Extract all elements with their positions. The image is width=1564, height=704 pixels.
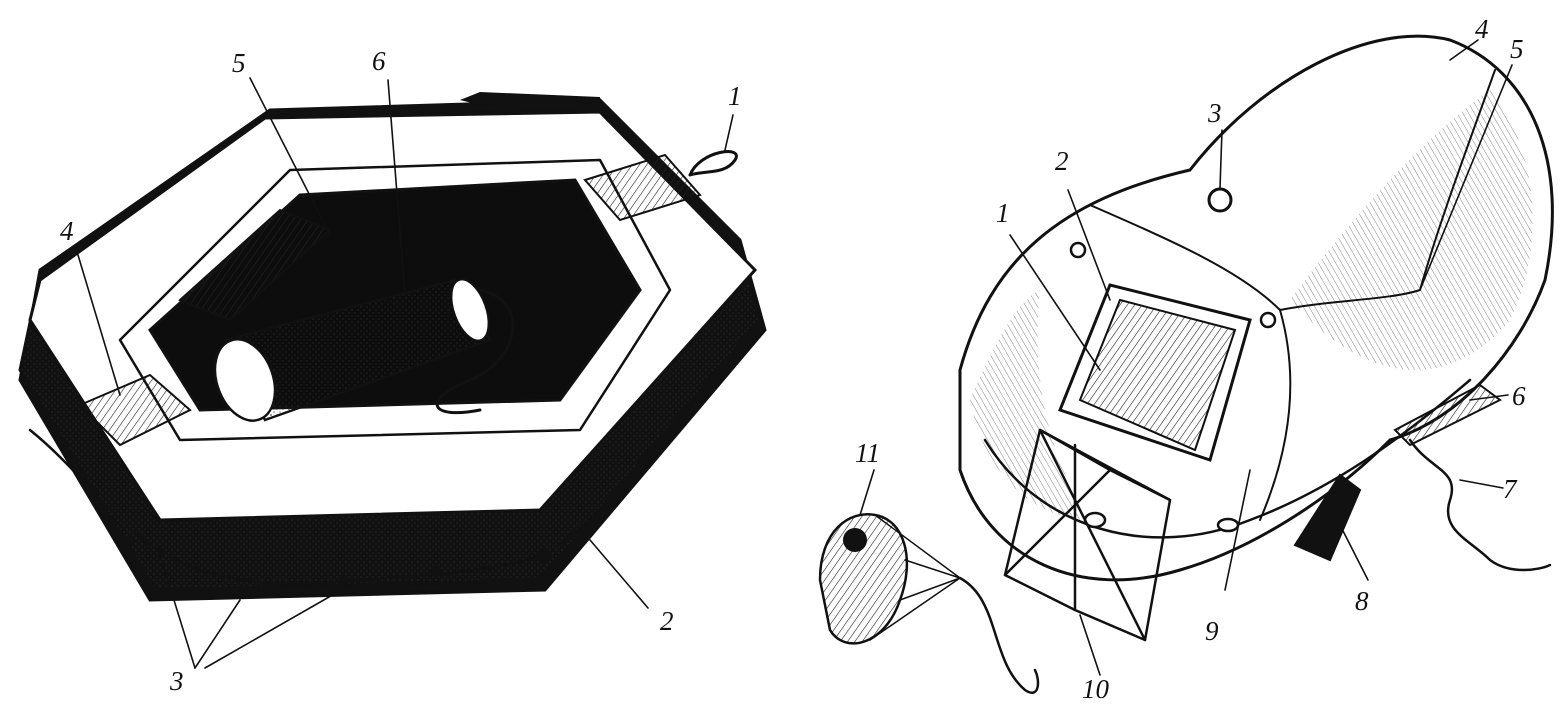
mount-bracket — [1293, 473, 1362, 562]
pack-seam-top — [1089, 69, 1496, 311]
pack-leader-lines — [859, 39, 1513, 676]
strap-right — [583, 153, 702, 222]
pack-callout-1: 1 — [996, 198, 1010, 228]
pack-seam-side — [1259, 309, 1292, 521]
pack-rim — [983, 378, 1472, 539]
raft-callout-5: 5 — [232, 48, 246, 78]
pack-callout-8: 8 — [1355, 586, 1369, 616]
lifeline-ties — [125, 430, 670, 595]
raft-inner-rim — [118, 158, 672, 442]
pack-callout-2: 2 — [1055, 146, 1069, 176]
rope-coil — [435, 288, 515, 415]
strap-left — [78, 373, 192, 447]
raft-callout-3: 3 — [169, 666, 184, 696]
lifeline — [28, 368, 722, 585]
raft-callout-2: 2 — [660, 606, 674, 636]
direction-arrow — [460, 92, 600, 105]
pack-callout-5: 5 — [1510, 34, 1524, 64]
pack-callout-7: 7 — [1503, 474, 1518, 504]
gas-cylinder — [213, 278, 492, 422]
seat-panel — [178, 208, 332, 322]
pack-callout-3: 3 — [1207, 98, 1222, 128]
raft-leader-lines — [74, 77, 734, 669]
release-cord — [1408, 438, 1552, 572]
pack-callout-11: 11 — [855, 438, 880, 468]
valve-grommet — [1207, 187, 1233, 213]
retaining-net — [1003, 428, 1172, 642]
pack-callout-9: 9 — [1205, 616, 1219, 646]
pack-callout-6: 6 — [1512, 381, 1526, 411]
pack-illustration: 1 2 3 4 5 6 7 8 9 10 11 — [818, 14, 1554, 704]
pack-callout-4: 4 — [1475, 14, 1489, 44]
raft-illustration: 1 2 3 4 5 6 — [18, 46, 767, 696]
pack-eyelets — [1069, 241, 1277, 533]
pilot-chute — [818, 513, 1040, 694]
raft-callout-1: 1 — [728, 81, 742, 111]
raft-callout-4: 4 — [60, 216, 74, 246]
pack-callout-10: 10 — [1082, 674, 1110, 704]
raft-callout-6: 6 — [372, 46, 386, 76]
pack-tubes — [1078, 298, 1237, 452]
towing-loop — [688, 150, 738, 177]
